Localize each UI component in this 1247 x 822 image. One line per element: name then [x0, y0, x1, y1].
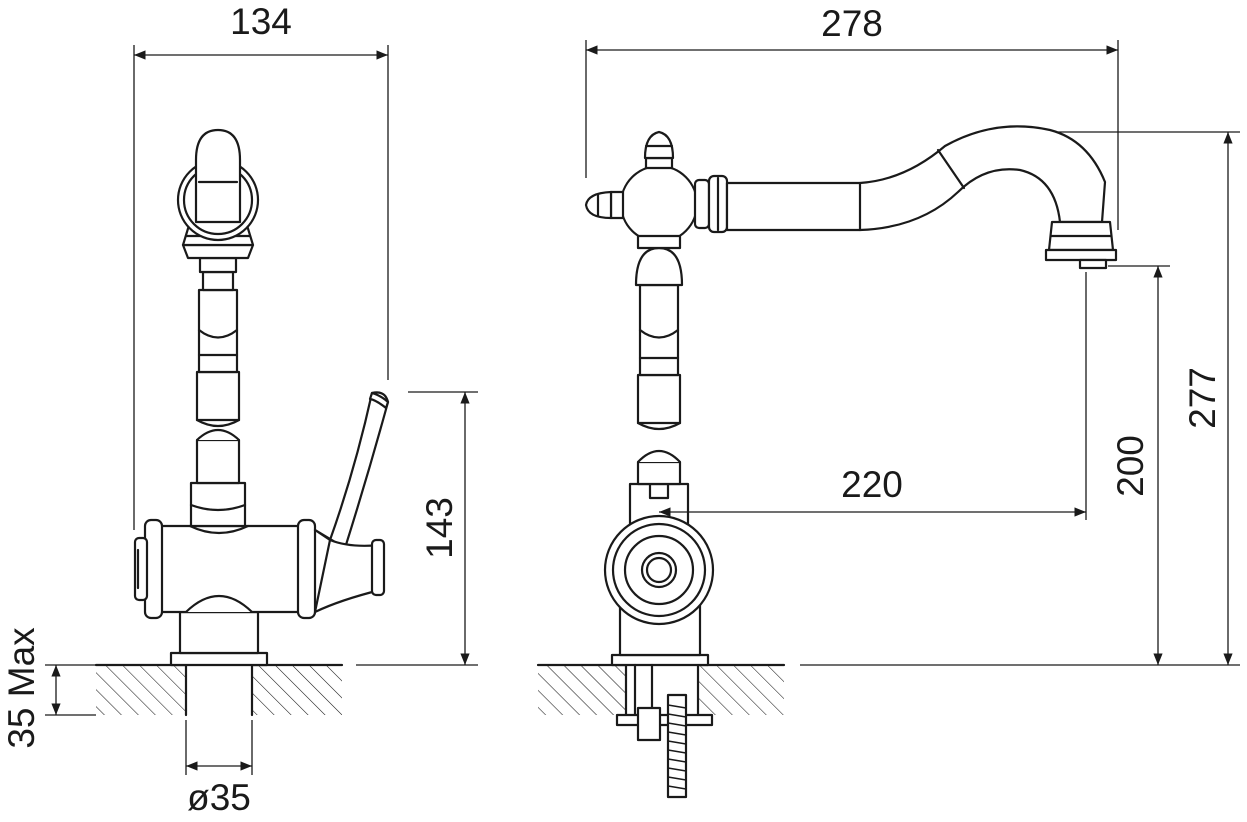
side-spout-head [176, 128, 260, 260]
front-view: 278 220 200 277 [536, 3, 1240, 799]
dim-134: 134 [133, 1, 389, 530]
dim-label-total-height: 277 [1182, 367, 1223, 429]
dim-label-hole-diameter: ø35 [187, 777, 251, 818]
dim-220: 220 [659, 272, 1087, 520]
dim-label-side-width: 134 [230, 1, 292, 42]
dim-label-outlet-reach: 220 [841, 464, 903, 505]
side-base [169, 610, 269, 667]
side-view: 134 143 35 Max ø35 [1, 1, 478, 818]
dim-277: 277 [1058, 131, 1240, 665]
side-column [189, 256, 247, 528]
front-counter-slab [536, 663, 786, 717]
dim-35-max: 35 Max [1, 627, 96, 749]
front-spout [725, 125, 1118, 270]
dim-diameter-35: ø35 [185, 720, 253, 818]
dim-label-lever-height: 143 [419, 497, 460, 559]
dim-200: 200 [800, 265, 1240, 666]
dim-label-outlet-height: 200 [1110, 435, 1151, 497]
dim-label-front-width: 278 [821, 3, 883, 44]
front-body [603, 482, 715, 626]
front-mounting-hardware [615, 663, 714, 799]
front-column [634, 246, 684, 486]
side-lever [313, 391, 390, 614]
side-counter-slab [94, 663, 344, 717]
side-body [133, 518, 317, 620]
dim-143: 143 [356, 391, 478, 666]
front-head [584, 130, 729, 250]
dim-label-counter-thickness: 35 Max [1, 627, 42, 749]
dim-278: 278 [585, 3, 1119, 230]
